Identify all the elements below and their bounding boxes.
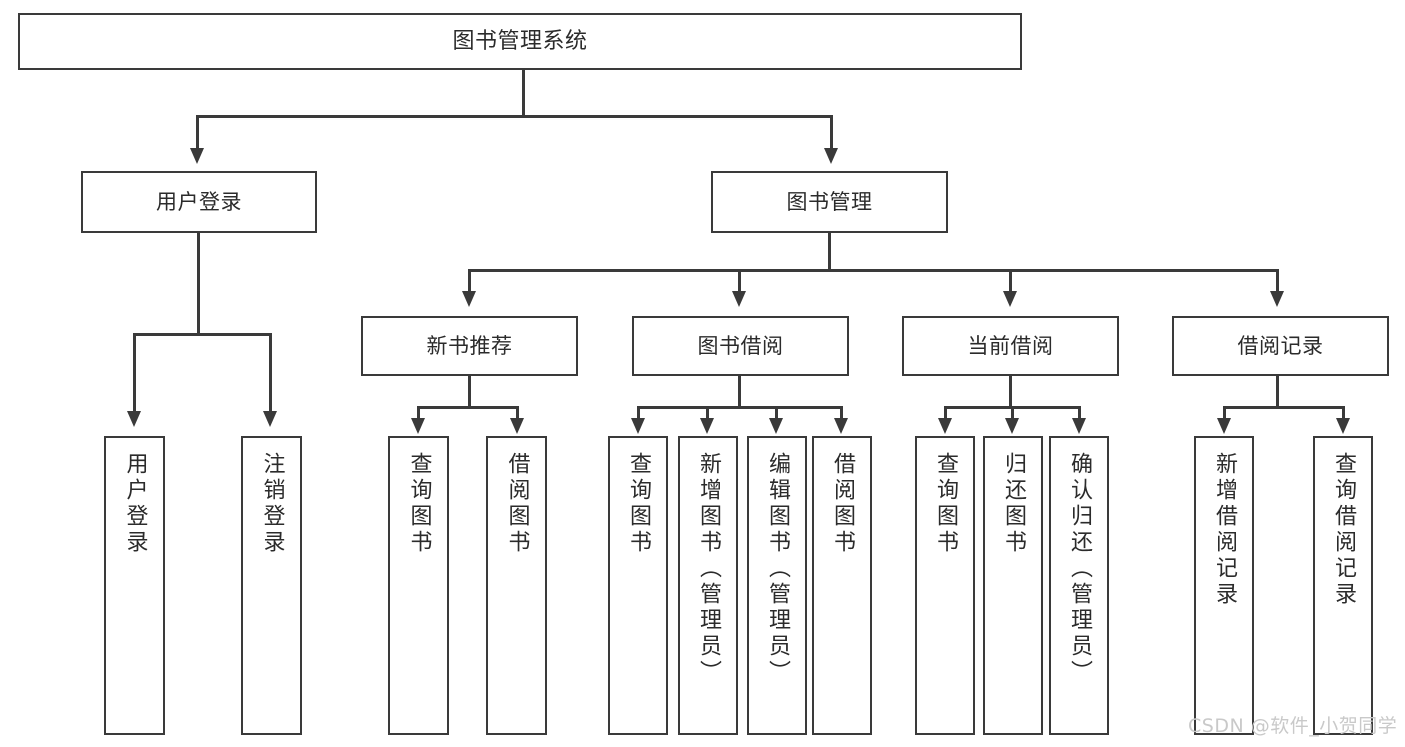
node-label: 用户登录	[122, 452, 148, 556]
arrow-new-book-to-leaf-1	[411, 418, 425, 434]
connector-user-login-stem	[197, 233, 200, 335]
connector-book-manage-to-borrow	[738, 269, 741, 293]
node-label: 借阅图书	[830, 452, 855, 556]
leaf-return-book[interactable]: 归还图书	[983, 436, 1043, 735]
node-book-borrow[interactable]: 图书借阅	[632, 316, 849, 376]
connector-user-login-to-leaf-1	[133, 333, 136, 413]
node-label: 注销登录	[259, 452, 285, 556]
leaf-query-book-current[interactable]: 查询图书	[915, 436, 975, 735]
node-label: 新增借阅记录	[1212, 452, 1237, 608]
arrow-root-to-book-manage	[824, 148, 838, 164]
connector-book-manage-to-current	[1009, 269, 1012, 293]
connector-user-login-to-leaf-2	[269, 333, 272, 413]
leaf-user-login[interactable]: 用户登录	[104, 436, 165, 735]
node-user-login[interactable]: 用户登录	[81, 171, 317, 233]
node-label: 借阅记录	[1237, 333, 1324, 358]
leaf-edit-book-admin[interactable]: 编辑图书（管理员）	[747, 436, 807, 735]
arrow-borrow-record-to-leaf-1	[1217, 418, 1231, 434]
connector-current-borrow-stem	[1009, 376, 1012, 408]
node-root-system[interactable]: 图书管理系统	[18, 13, 1022, 70]
connector-new-book-to-leaf-1	[417, 406, 420, 420]
connector-book-borrow-to-leaf-2	[706, 406, 709, 420]
arrow-book-manage-to-new-book	[462, 291, 476, 307]
leaf-query-book-borrow[interactable]: 查询图书	[608, 436, 668, 735]
connector-book-borrow-to-leaf-1	[637, 406, 640, 420]
connector-borrow-record-stem	[1276, 376, 1279, 408]
arrow-book-manage-to-current	[1003, 291, 1017, 307]
leaf-confirm-return-admin[interactable]: 确认归还（管理员）	[1049, 436, 1109, 735]
leaf-query-borrow-record[interactable]: 查询借阅记录	[1313, 436, 1373, 735]
connector-root-bus	[196, 115, 833, 118]
connector-borrow-record-to-leaf-2	[1342, 406, 1345, 420]
arrow-user-login-to-leaf-1	[127, 411, 141, 427]
leaf-add-book-admin[interactable]: 新增图书（管理员）	[678, 436, 738, 735]
node-label: 图书借阅	[697, 333, 784, 358]
arrow-new-book-to-leaf-2	[510, 418, 524, 434]
arrow-user-login-to-leaf-2	[263, 411, 277, 427]
arrow-current-borrow-to-leaf-1	[938, 418, 952, 434]
connector-root-to-user-login	[196, 115, 199, 150]
node-label: 用户登录	[156, 189, 242, 214]
arrow-book-manage-to-borrow	[732, 291, 746, 307]
arrow-book-manage-to-record	[1270, 291, 1284, 307]
arrow-borrow-record-to-leaf-2	[1336, 418, 1350, 434]
node-label: 借阅图书	[504, 452, 530, 556]
arrow-book-borrow-to-leaf-4	[834, 418, 848, 434]
connector-book-manage-bus	[468, 269, 1279, 272]
connector-book-manage-to-new-book	[468, 269, 471, 293]
node-label: 查询图书	[626, 452, 651, 556]
connector-new-book-to-leaf-2	[516, 406, 519, 420]
connector-borrow-record-bus	[1223, 406, 1345, 409]
node-book-management[interactable]: 图书管理	[711, 171, 948, 233]
node-label: 编辑图书（管理员）	[765, 452, 790, 686]
leaf-borrow-book[interactable]: 借阅图书	[812, 436, 872, 735]
connector-borrow-record-to-leaf-1	[1223, 406, 1226, 420]
node-label: 当前借阅	[967, 333, 1054, 358]
connector-book-borrow-bus	[637, 406, 843, 409]
connector-current-borrow-to-leaf-1	[944, 406, 947, 420]
arrow-book-borrow-to-leaf-1	[631, 418, 645, 434]
leaf-add-borrow-record[interactable]: 新增借阅记录	[1194, 436, 1254, 735]
leaf-borrow-book-recommend[interactable]: 借阅图书	[486, 436, 547, 735]
leaf-logout[interactable]: 注销登录	[241, 436, 302, 735]
node-label: 图书管理	[786, 189, 873, 214]
node-current-borrow[interactable]: 当前借阅	[902, 316, 1119, 376]
connector-root-stem	[522, 70, 525, 117]
connector-current-borrow-to-leaf-3	[1078, 406, 1081, 420]
connector-book-manage-to-record	[1276, 269, 1279, 293]
arrow-book-borrow-to-leaf-3	[769, 418, 783, 434]
node-label: 确认归还（管理员）	[1067, 452, 1092, 686]
node-borrow-record[interactable]: 借阅记录	[1172, 316, 1389, 376]
connector-book-borrow-to-leaf-4	[840, 406, 843, 420]
node-label: 查询图书	[406, 452, 432, 556]
node-label: 归还图书	[1001, 452, 1026, 556]
connector-book-borrow-stem	[738, 376, 741, 408]
arrow-book-borrow-to-leaf-2	[700, 418, 714, 434]
connector-new-book-bus	[417, 406, 519, 409]
node-label: 查询借阅记录	[1331, 452, 1356, 608]
arrow-current-borrow-to-leaf-3	[1072, 418, 1086, 434]
leaf-query-book-recommend[interactable]: 查询图书	[388, 436, 449, 735]
connector-book-manage-stem	[828, 233, 831, 271]
node-new-book-recommend[interactable]: 新书推荐	[361, 316, 578, 376]
watermark: CSDN @软件_小贺同学	[1188, 715, 1398, 737]
connector-user-login-bus	[133, 333, 271, 336]
node-label: 新增图书（管理员）	[696, 452, 721, 686]
connector-book-borrow-to-leaf-3	[775, 406, 778, 420]
arrow-current-borrow-to-leaf-2	[1005, 418, 1019, 434]
connector-current-borrow-to-leaf-2	[1011, 406, 1014, 420]
connector-root-to-book-manage	[830, 115, 833, 150]
node-label: 查询图书	[933, 452, 958, 556]
node-label: 新书推荐	[426, 333, 513, 358]
node-label: 图书管理系统	[452, 28, 588, 54]
connector-new-book-stem	[468, 376, 471, 408]
arrow-root-to-user-login	[190, 148, 204, 164]
